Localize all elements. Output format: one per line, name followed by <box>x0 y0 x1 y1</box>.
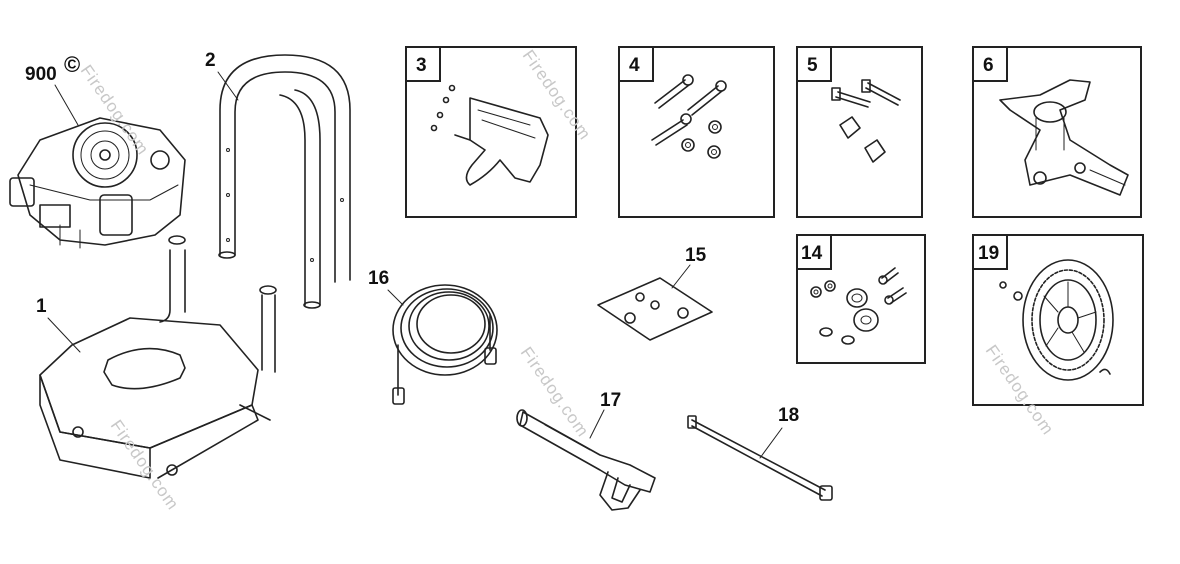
label-1: 1 <box>36 296 47 317</box>
bracket-box-3[interactable]: 3 <box>405 46 577 218</box>
copyright-symbol: © <box>64 52 80 77</box>
label-16: 16 <box>368 268 389 289</box>
label-3: 3 <box>416 55 427 76</box>
bag-part-15[interactable] <box>597 277 713 341</box>
label-18: 18 <box>778 405 799 426</box>
leader-900 <box>54 84 79 126</box>
leader-1 <box>47 317 81 353</box>
leader-18 <box>759 427 783 459</box>
label-14: 14 <box>801 243 823 264</box>
hose-part-16[interactable] <box>392 284 498 405</box>
leader-15 <box>671 264 691 289</box>
watermark-4: Firedog.com <box>517 343 593 440</box>
handle-part-2[interactable] <box>218 54 351 309</box>
spray-gun-part-17[interactable] <box>516 409 656 511</box>
watermark-1: Firedog.com <box>77 61 153 158</box>
label-15: 15 <box>685 245 707 266</box>
label-19: 19 <box>978 243 999 264</box>
label-4: 4 <box>629 55 640 76</box>
bolts-box-4[interactable]: 4 <box>618 46 775 218</box>
engine-part-900[interactable] <box>9 117 186 249</box>
label-900: 900 <box>25 64 57 85</box>
pump-box-6[interactable]: 6 <box>972 46 1142 218</box>
leader-2 <box>217 71 239 101</box>
frame-part-1[interactable] <box>39 235 277 479</box>
leader-17 <box>589 409 605 439</box>
wheel-box-19[interactable]: 19 <box>972 234 1144 406</box>
leader-16 <box>387 289 404 306</box>
label-5: 5 <box>807 55 818 76</box>
label-17: 17 <box>600 390 621 411</box>
label-2: 2 <box>205 50 216 71</box>
handle-hardware-box-5[interactable]: 5 <box>796 46 923 218</box>
label-6: 6 <box>983 55 994 76</box>
wand-part-18[interactable] <box>687 415 833 501</box>
wheel-hardware-box-14[interactable]: 14 <box>796 234 926 364</box>
